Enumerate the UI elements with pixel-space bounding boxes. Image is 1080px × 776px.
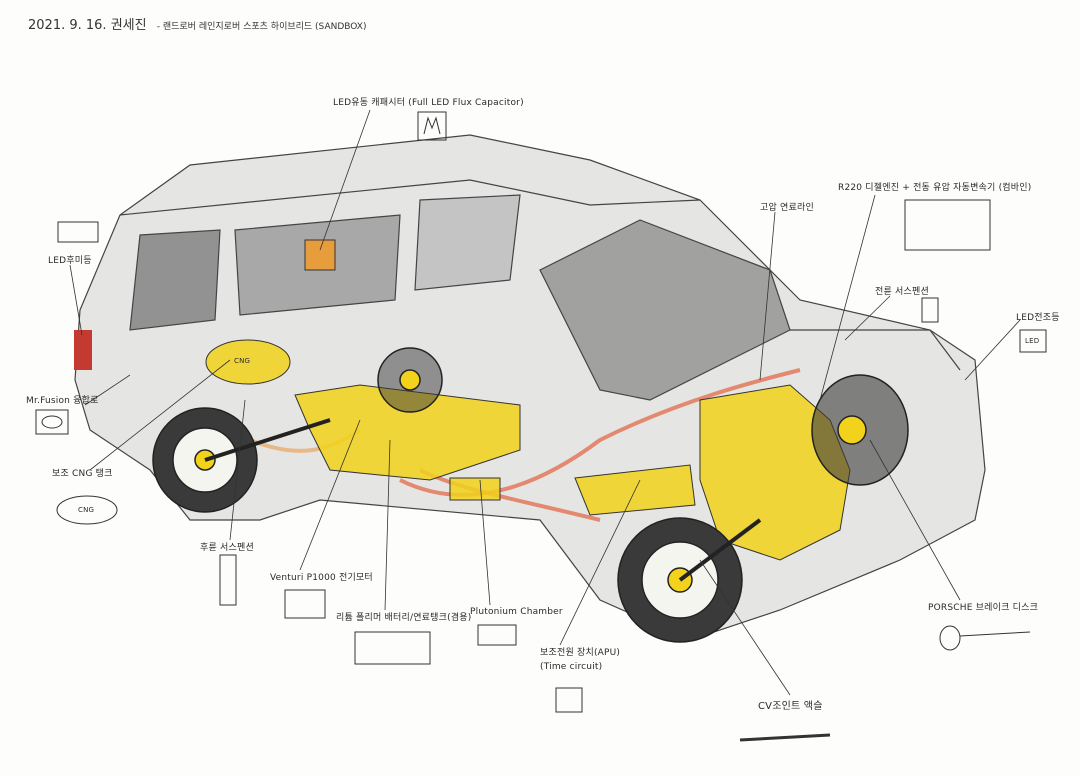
front-axle xyxy=(678,518,762,582)
roof-line xyxy=(119,179,701,216)
header-date: 2021. 9. 16. xyxy=(28,18,107,33)
page-header: 2021. 9. 16. 권세진 - 랜드로버 레인지로버 스포츠 하이브리드 … xyxy=(28,14,366,33)
cng-tank-sketch xyxy=(56,495,118,525)
rear-axle xyxy=(204,418,331,462)
label-cv-axle: CV조인트 액슬 xyxy=(758,701,823,712)
front-right-wheel xyxy=(811,374,909,486)
label-mr-fusion: Mr.Fusion 융합로 xyxy=(26,396,99,406)
rear-spring-sketch xyxy=(219,554,237,606)
rear-right-wheel xyxy=(377,347,443,413)
taillight-red xyxy=(74,330,92,370)
header-author: 권세진 xyxy=(110,18,147,33)
brake-rod-sketch xyxy=(959,631,1031,637)
cng-tank-sketch-text: CNG xyxy=(78,506,95,514)
label-fuel-line: 고압 연료라인 xyxy=(760,203,814,213)
header-subtitle: - 랜드로버 레인지로버 스포츠 하이브리드 (SANDBOX) xyxy=(156,22,367,32)
plutonium-sketch xyxy=(477,624,517,646)
apu-sketch xyxy=(555,687,583,713)
label-motor: Venturi P1000 전기모터 xyxy=(270,573,373,583)
battery-sketch xyxy=(354,631,431,665)
mr-fusion-glyph xyxy=(41,415,63,429)
label-engine: R220 디젤엔진 + 전동 유압 자동변속기 (컴바인) xyxy=(838,183,1032,193)
label-front-suspension: 전륜 서스펜션 xyxy=(875,287,929,297)
motor-sketch xyxy=(284,589,326,619)
mr-fusion-sketch xyxy=(35,409,69,435)
label-flux-capacitor: LED유동 캐패시터 (Full LED Flux Capacitor) xyxy=(333,98,524,108)
engine-sketch xyxy=(904,199,991,251)
label-taillight: LED후미등 xyxy=(48,256,92,266)
label-headlight: LED전조등 xyxy=(1016,313,1060,323)
label-apu: 보조전원 장치(APU) xyxy=(540,648,621,658)
label-battery: 리튬 폴리머 배터리/연료탱크(겸용) xyxy=(336,613,472,623)
brake-disc-sketch xyxy=(939,625,961,651)
label-brake: PORSCHE 브레이크 디스크 xyxy=(928,603,1039,613)
cng-tank-part-text: CNG xyxy=(234,357,251,365)
flux-capacitor-sketch xyxy=(417,111,447,141)
label-time-circuit: (Time circuit) xyxy=(540,662,603,672)
hood-line xyxy=(790,329,961,371)
flux-capacitor-glyph xyxy=(423,116,441,135)
plutonium-chamber-part xyxy=(449,477,501,501)
headlight-sketch-text: LED xyxy=(1025,337,1040,345)
label-plutonium: Plutonium Chamber xyxy=(470,607,563,617)
label-cng-tank: 보조 CNG 탱크 xyxy=(52,469,113,479)
cng-tank-part xyxy=(205,339,291,385)
headlight-sketch xyxy=(1019,329,1047,353)
flux-capacitor-part xyxy=(304,239,336,271)
taillight-sketch xyxy=(57,221,99,243)
rear-window xyxy=(129,229,221,331)
front-spring-sketch xyxy=(921,297,939,323)
leader-lines xyxy=(69,109,1021,696)
side-window-front xyxy=(414,194,521,291)
cv-axle-sketch xyxy=(739,733,831,742)
label-rear-suspension: 후륜 서스펜션 xyxy=(200,543,254,553)
